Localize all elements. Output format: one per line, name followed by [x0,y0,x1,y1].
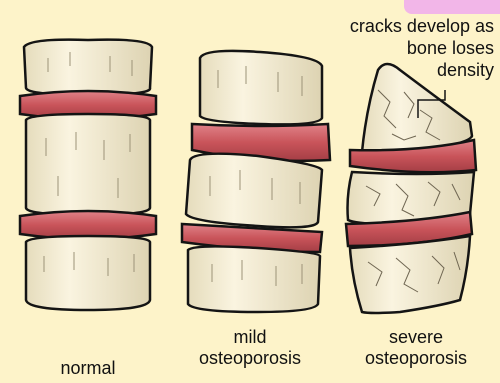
normal-vertebra-3 [26,236,150,310]
normal-vertebra-2 [26,114,150,215]
crack-annotation: cracks develop as bone loses density [350,15,494,81]
mild-spine [182,51,330,312]
mild-vertebra-2 [186,154,322,228]
mild-vertebra-3 [188,246,320,312]
caption-severe-line-1: severe [346,327,486,348]
annotation-line-2: bone loses [350,37,494,59]
caption-normal-text: normal [60,358,115,378]
severe-vertebra-3 [350,236,470,313]
caption-mild-line-2: osteoporosis [182,348,318,369]
normal-spine [20,40,156,310]
normal-vertebra-1 [24,40,152,95]
caption-severe-line-2: osteoporosis [346,348,486,369]
caption-severe: severe osteoporosis [346,327,486,369]
annotation-line-3: density [350,59,494,81]
annotation-line-1: cracks develop as [350,15,494,37]
caption-mild: mild osteoporosis [182,327,318,369]
caption-mild-line-1: mild [182,327,318,348]
caption-normal: normal [40,358,136,379]
severe-spine [346,64,476,313]
